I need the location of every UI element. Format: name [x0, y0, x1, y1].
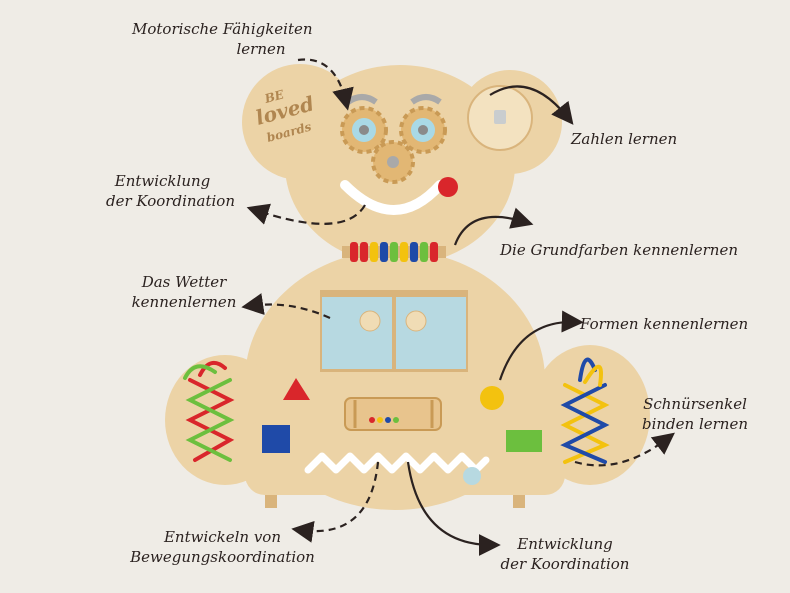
red-triangle: [283, 378, 310, 400]
label-movement-coordination: Entwickeln von Bewegungskoordination: [130, 528, 315, 566]
eyebrow-right: [410, 94, 442, 105]
arrow-coordination-bottom: [406, 461, 501, 556]
color-abacus: [342, 242, 446, 262]
arrow-shapes: [498, 310, 584, 381]
arrow-primary-colors: [453, 207, 534, 246]
arrow-movement-coordination: [291, 461, 380, 543]
label-coordination-bottom: Entwicklung der Koordination: [500, 535, 630, 573]
label-numbers: Zahlen lernen: [571, 130, 678, 148]
zigzag-track: [304, 452, 490, 474]
label-coordination-left: Entwicklung der Koordination: [106, 172, 235, 210]
smile-track: [340, 180, 445, 215]
drawer-right: [396, 297, 466, 369]
label-weather: Das Wetter kennenlernen: [131, 273, 237, 311]
arrow-shoelaces: [574, 432, 675, 467]
yellow-circle: [480, 386, 504, 410]
label-motor-skills: Motorische Fähigkeiten lernen: [132, 20, 313, 58]
green-rectangle: [506, 430, 542, 452]
weather-drawers: [320, 290, 468, 372]
drawer-knob-left: [359, 310, 381, 332]
lacing-left: [183, 360, 235, 462]
label-shapes: Formen kennenlernen: [580, 315, 749, 333]
dial-knob: [494, 110, 506, 124]
arrow-coordination-left: [246, 203, 366, 225]
label-primary-colors: Die Grundfarben kennenlernen: [500, 241, 738, 259]
drawer-left: [322, 297, 392, 369]
drawer-knob-right: [405, 310, 427, 332]
arrow-numbers: [489, 85, 574, 125]
arrow-weather: [241, 293, 331, 320]
arrow-motor-skills: [297, 58, 354, 111]
red-ball: [438, 177, 458, 197]
bead-roller: [344, 397, 442, 431]
label-shoelaces: Schnürsenkel binden lernen: [641, 395, 748, 433]
gear-eyes: [340, 106, 447, 184]
zigzag-knob: [463, 467, 481, 485]
annotation-arrows: [241, 58, 675, 556]
blue-square: [262, 425, 290, 453]
svg-text:BE: BE: [262, 87, 286, 106]
lacing-right: [560, 357, 610, 464]
number-dial: [467, 85, 533, 151]
